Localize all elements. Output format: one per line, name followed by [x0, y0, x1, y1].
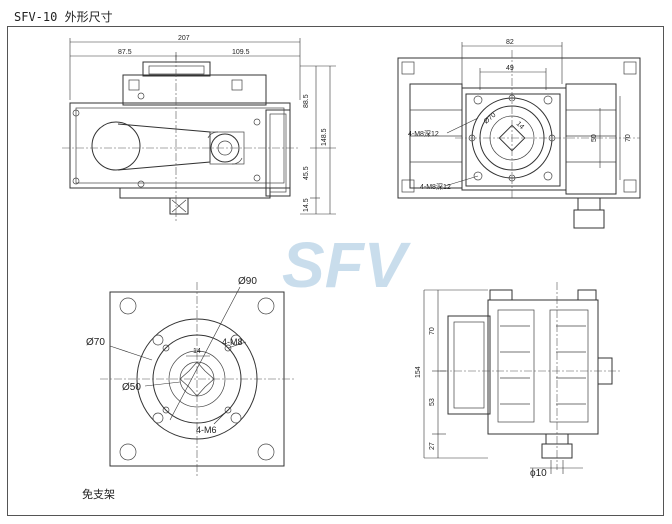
label-m8: 4-M8 — [222, 337, 243, 347]
label-dia-90: Ø90 — [238, 276, 257, 287]
right-view: 70 154 53 27 ϕ10 — [415, 282, 620, 479]
label-dia-70: Ø70 — [86, 337, 105, 348]
dim-top-width: 82 — [506, 39, 514, 46]
dim-right-h3: 27 — [429, 442, 436, 450]
dim-right-total: 154 — [415, 366, 422, 378]
dim-right-h2: 53 — [429, 398, 436, 406]
dim-right-height-2: 70 — [625, 134, 632, 142]
label-m6: 4-M6 — [196, 425, 217, 435]
dim-total-height: 148.5 — [321, 128, 328, 146]
dim-bottom-height: 14.5 — [303, 198, 310, 212]
bottom-view-caption: 免支架 — [82, 488, 115, 501]
dim-left-width: 87.5 — [118, 49, 132, 56]
sfv-watermark: SFV — [282, 229, 412, 301]
dim-upper-height: 88.5 — [303, 94, 310, 108]
dim-right-height-1: 50 — [591, 134, 598, 142]
label-hole-1: 4-M8深12 — [408, 129, 439, 138]
bottom-view: Ø90 Ø70 Ø50 14 4-M8 4-M6 — [86, 276, 294, 476]
drawing-title: SFV-10 外形尺寸 — [14, 10, 113, 24]
label-dia-50: Ø50 — [122, 382, 141, 393]
dim-right-h1: 70 — [429, 327, 436, 335]
label-hole-2: 4-M8深12 — [420, 182, 451, 191]
dim-inner-width: 49 — [506, 65, 514, 72]
dim-overall-width: 207 — [178, 35, 190, 42]
dim-right-width: 109.5 — [232, 49, 250, 56]
side-view: 82 49 50 70 4-M8深12 4-M8深12 Ø70 14 — [397, 39, 641, 229]
label-shaft-dia: ϕ10 — [530, 468, 547, 479]
front-view: 207 87.5 109.5 88.5 148.5 45.5 14.5 — [62, 35, 336, 222]
dim-lower-height: 45.5 — [303, 166, 310, 180]
label-side-square: 14 — [515, 120, 526, 131]
drawing-frame — [7, 26, 664, 516]
label-square-14: 14 — [193, 348, 201, 355]
